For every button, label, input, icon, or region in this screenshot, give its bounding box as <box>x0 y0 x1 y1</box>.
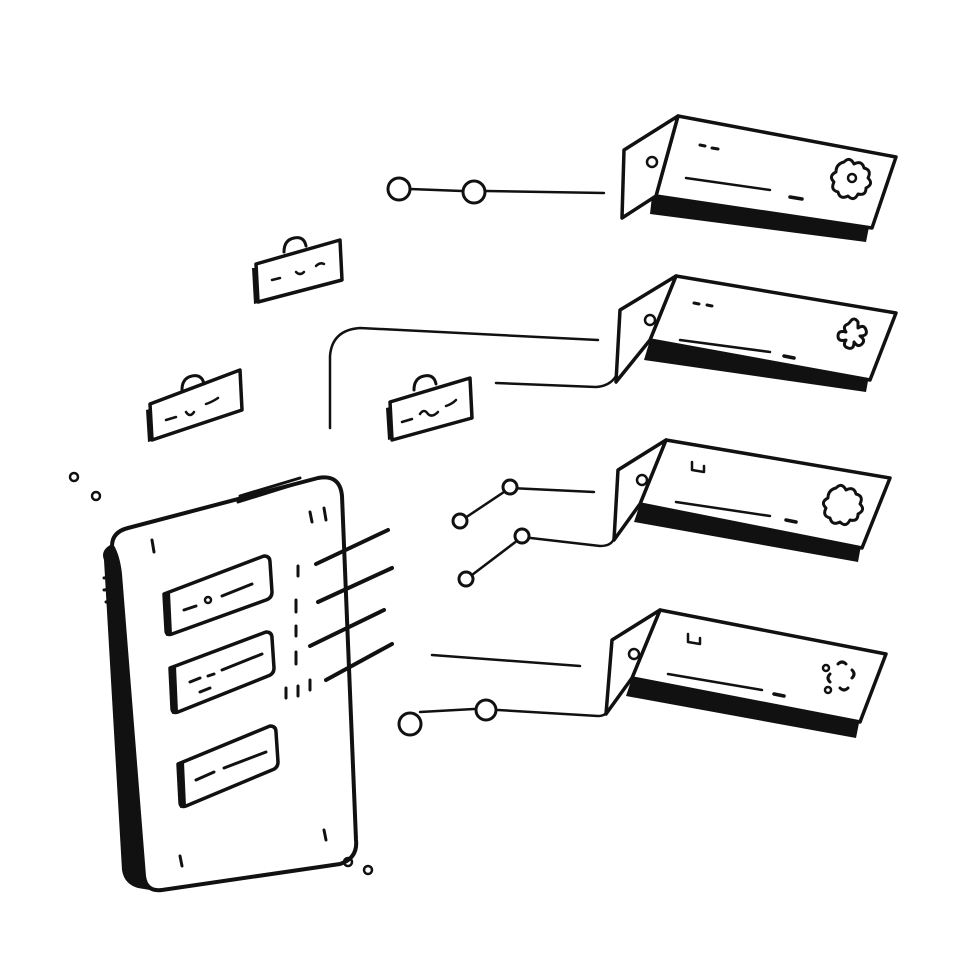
dotted-circle-icon <box>821 660 856 695</box>
gear-icon <box>821 483 865 527</box>
asterisk-icon <box>836 317 868 350</box>
device-row-1 <box>162 554 274 637</box>
server-unit-2 <box>614 274 898 392</box>
connector-lines <box>328 176 618 737</box>
briefcase-icon <box>252 236 344 304</box>
motion-lines <box>308 528 394 682</box>
device-row-3 <box>176 724 280 809</box>
briefcase-icon <box>146 368 244 442</box>
briefcase-icon <box>386 374 474 442</box>
server-unit-4 <box>604 608 888 738</box>
gear-icon <box>829 157 873 201</box>
tablet-device-icon <box>102 475 359 893</box>
decorative-dots <box>68 471 374 876</box>
server-unit-3 <box>612 438 892 562</box>
device-row-2 <box>168 630 276 715</box>
server-unit-1 <box>620 114 898 242</box>
